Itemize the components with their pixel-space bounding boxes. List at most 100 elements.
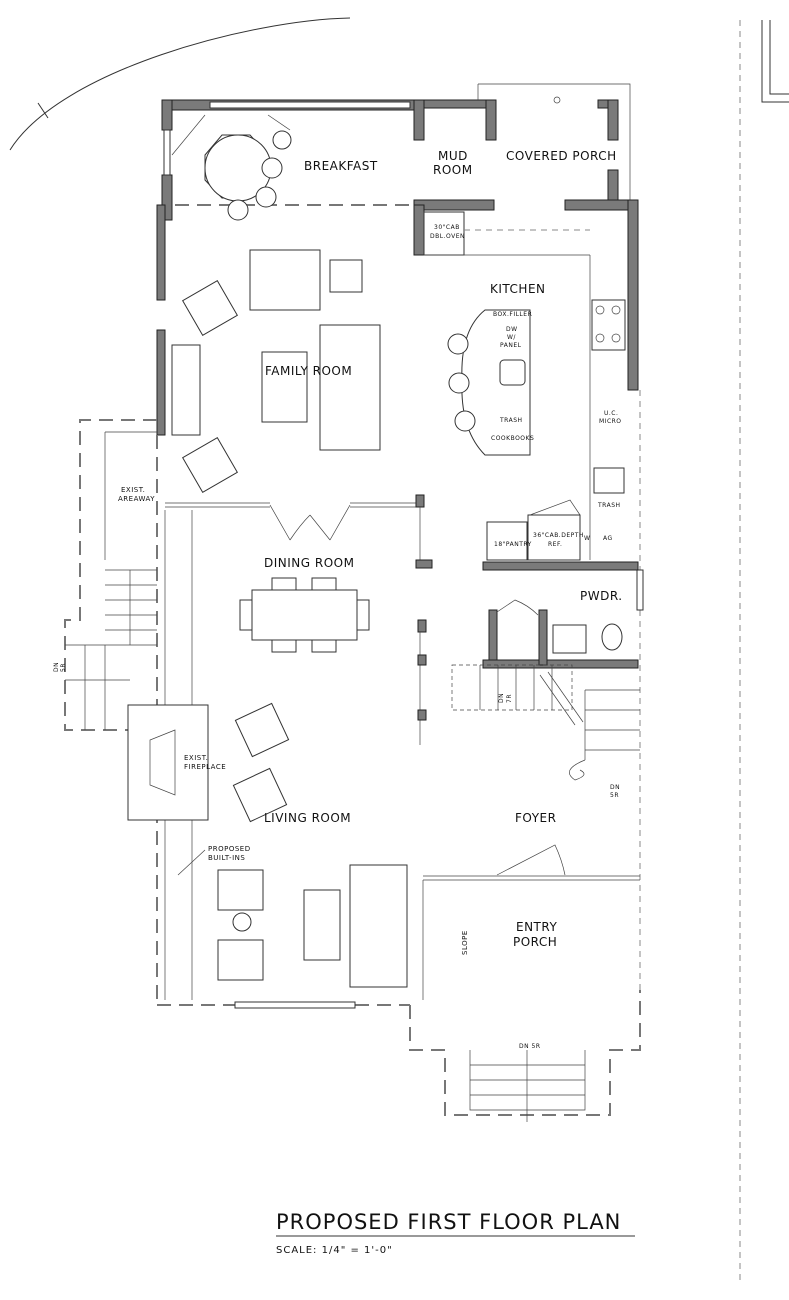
family-tv-console <box>171 344 201 436</box>
label-living-room: LIVING ROOM <box>264 811 351 825</box>
wall-pwdr-bottom <box>482 659 639 669</box>
note-fireplace-1: EXIST. <box>184 754 208 762</box>
neighbor-building-corner <box>761 20 789 103</box>
breakfast-bay-line-2 <box>267 114 291 131</box>
breakfast-chair-1 <box>261 157 283 179</box>
breakfast-window-left <box>163 129 171 176</box>
wall-kitchen-top-right <box>564 199 636 211</box>
label-foyer: FOYER <box>515 811 556 825</box>
burner-4 <box>611 333 621 343</box>
living-coffee-table <box>303 889 341 961</box>
note-areaway-2: AREAWAY <box>118 495 155 503</box>
note-dn-7r-2: 7R <box>506 694 513 703</box>
plan-scale: SCALE: 1/4" = 1'-0" <box>276 1245 393 1256</box>
wall-kitchen-bottom <box>482 561 639 571</box>
label-room: ROOM <box>433 163 473 177</box>
porch-post-marker <box>553 96 561 104</box>
note-cab-1: 30"CAB <box>434 224 460 231</box>
note-uc: U.C. <box>604 410 618 417</box>
wall-kitchen-right <box>627 199 639 391</box>
wall-pwdr-inner <box>538 609 548 666</box>
note-cookbooks: COOKBOOKS <box>491 435 534 442</box>
burner-2 <box>611 305 621 315</box>
family-ottoman <box>329 259 363 293</box>
note-dn-5r-foyer-1: DN <box>610 784 620 791</box>
island-stool-3 <box>454 410 476 432</box>
side-sink <box>593 467 625 494</box>
south-window <box>234 1001 356 1009</box>
note-dw-1: DW <box>506 326 518 333</box>
wall-stair-post-3 <box>417 709 427 721</box>
note-builtins-1: PROPOSED <box>208 845 251 853</box>
label-breakfast: BREAKFAST <box>304 159 378 173</box>
living-chair-mid <box>232 767 288 823</box>
label-kitchen: KITCHEN <box>490 282 546 296</box>
family-coffee-table <box>261 351 308 423</box>
dining-chair-6 <box>311 639 337 653</box>
label-dining-room: DINING ROOM <box>264 556 354 570</box>
dining-chair-1 <box>239 599 253 631</box>
wall-mudroom-top <box>413 99 495 109</box>
label-entry: ENTRY <box>516 920 557 934</box>
breakfast-window-top <box>209 101 411 109</box>
wall-oven-cabinet <box>413 204 425 256</box>
label-porch: PORCH <box>513 935 557 949</box>
pantry-cabinet <box>486 521 528 561</box>
east-window <box>636 569 644 611</box>
wall-pwdr-left <box>488 609 498 666</box>
fireplace-box <box>127 704 209 821</box>
double-door-swing <box>269 504 351 541</box>
ref-door-swing <box>529 499 581 516</box>
family-sofa <box>319 324 381 451</box>
pwdr-toilet <box>601 623 623 651</box>
builtins-leader <box>177 849 206 876</box>
note-ref-1: 36"CAB.DEPTH <box>533 532 584 539</box>
burner-3 <box>595 333 605 343</box>
note-micro: MICRO <box>599 418 622 425</box>
note-dw-2: W/ <box>507 334 516 341</box>
areaway-inner <box>104 431 157 560</box>
entry-porch-steps <box>469 1050 586 1111</box>
breakfast-chair-2 <box>255 186 277 208</box>
note-dn-5r-porch: DN 5R <box>519 1043 541 1050</box>
wall-mudroom-left <box>413 99 425 141</box>
pwdr-vanity <box>552 624 587 654</box>
note-areaway-1: EXIST. <box>121 486 145 494</box>
note-w: W <box>584 535 590 542</box>
burner-1 <box>595 305 605 315</box>
note-fireplace-2: FIREPLACE <box>184 763 226 771</box>
wall-stair-post-1 <box>417 619 427 633</box>
front-door-swing <box>496 844 566 876</box>
living-sofa <box>349 864 408 988</box>
refrigerator <box>527 514 581 561</box>
island-stool-2 <box>448 372 470 394</box>
label-mud: MUD <box>438 149 468 163</box>
living-armchair-2 <box>217 939 264 981</box>
living-armchair-1 <box>217 869 264 911</box>
wall-family-left-top <box>156 204 166 301</box>
label-pwdr: PWDR. <box>580 589 623 603</box>
family-chair-b <box>181 436 239 494</box>
dining-chair-5 <box>271 639 297 653</box>
note-slope: SLOPE <box>461 930 469 955</box>
note-dn-7r-1: DN <box>498 693 505 703</box>
note-cab-2: DBL.OVEN <box>430 233 465 240</box>
breakfast-bay-line <box>171 114 206 156</box>
site-arc-tick <box>37 102 49 119</box>
breakfast-chair-4 <box>272 130 292 150</box>
dining-chair-3 <box>271 577 297 591</box>
note-boxfiller: BOX.FILLER <box>493 311 532 318</box>
note-trash-island: TRASH <box>499 417 523 424</box>
island-stool-1 <box>447 333 469 355</box>
wall-dining-right-end <box>415 559 433 569</box>
living-chair-top <box>234 702 290 758</box>
breakfast-chair-3 <box>227 199 249 221</box>
plan-title: PROPOSED FIRST FLOOR PLAN <box>276 1210 621 1234</box>
wall-stair-post-2 <box>417 654 427 666</box>
note-dn-5r-foyer-2: 5R <box>610 792 619 799</box>
entry-porch-outline <box>409 990 641 1116</box>
main-stair <box>451 664 640 781</box>
wall-mudroom-right <box>485 99 497 141</box>
covered-porch-outline <box>477 83 631 200</box>
family-chair-a <box>181 279 239 337</box>
